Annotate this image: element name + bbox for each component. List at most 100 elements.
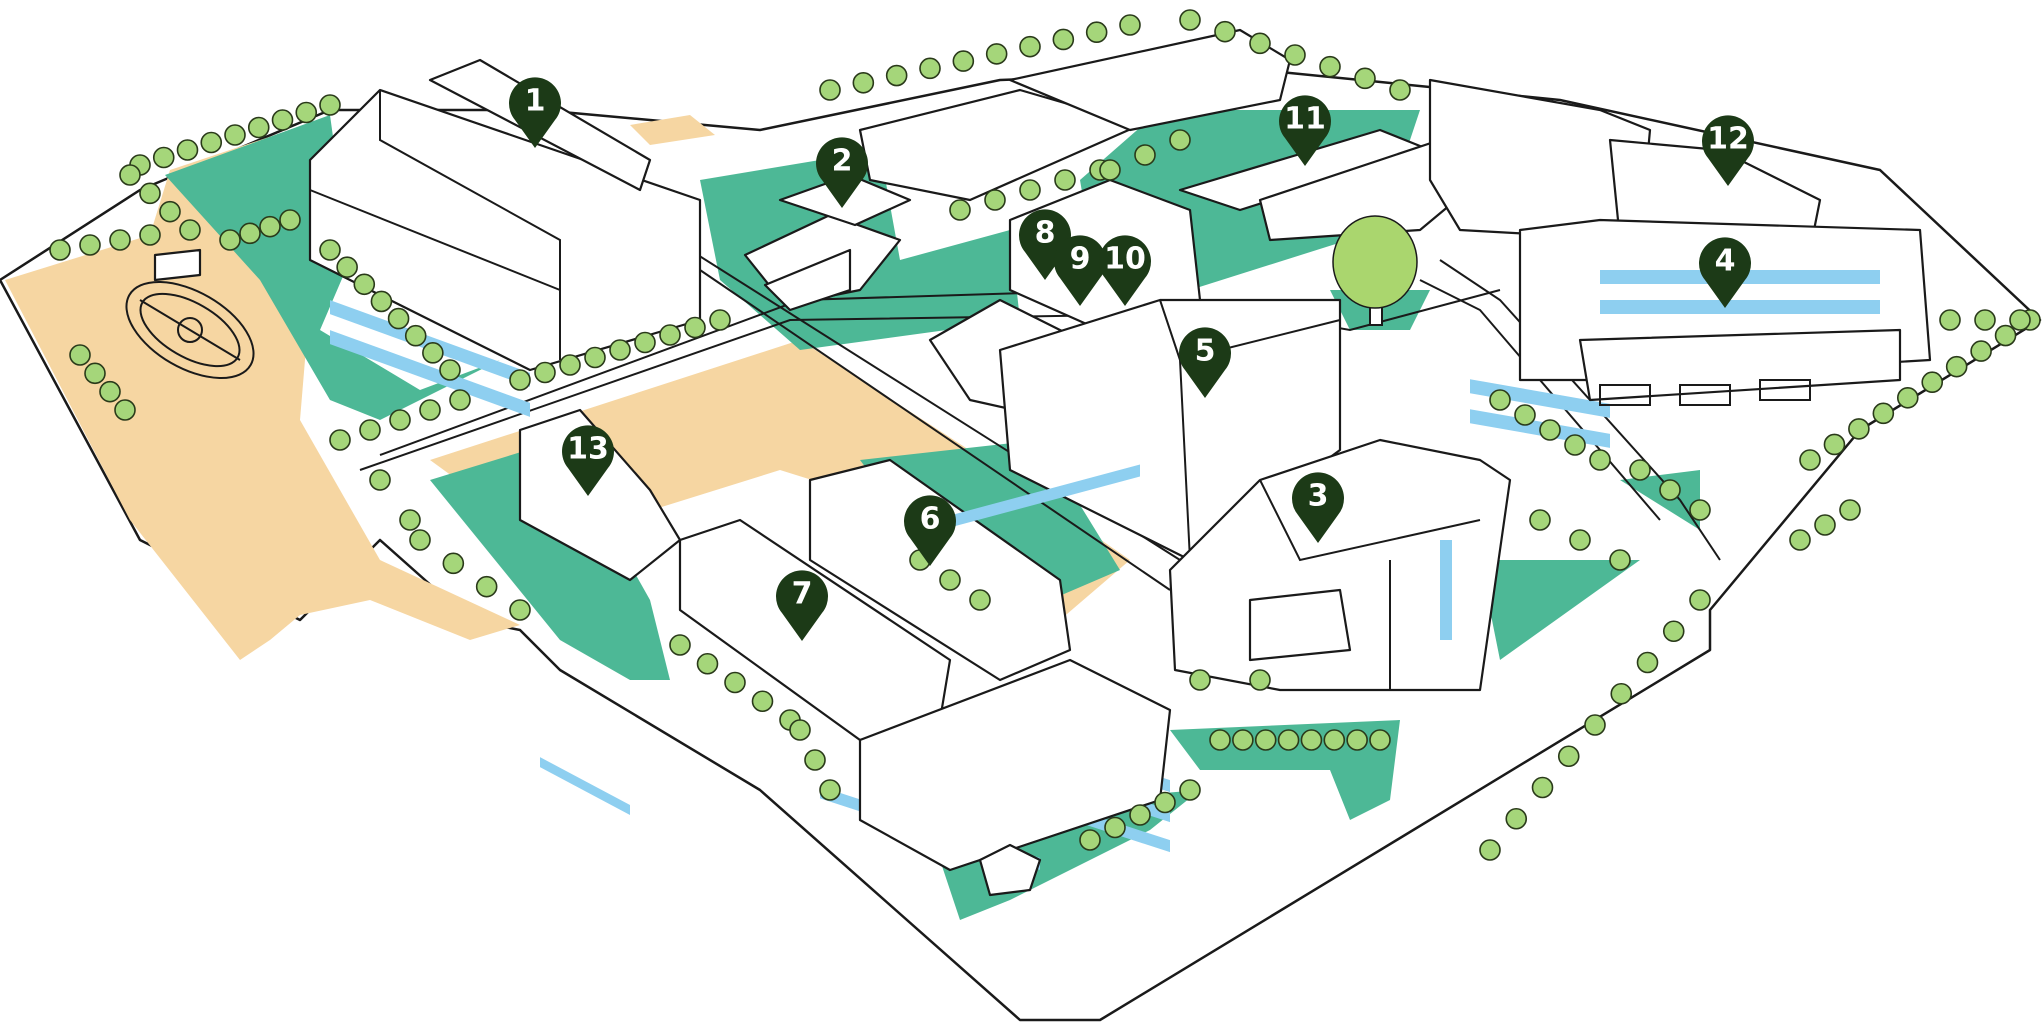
tree-137 bbox=[1529, 509, 1551, 531]
tree-113 bbox=[1489, 389, 1511, 411]
map-pin-3[interactable]: 3 bbox=[1292, 472, 1344, 543]
tree-29 bbox=[219, 229, 241, 251]
pin-label: 10 bbox=[1104, 242, 1146, 277]
pin-label: 11 bbox=[1284, 102, 1326, 137]
pin-label: 9 bbox=[1070, 242, 1091, 277]
pin-label: 13 bbox=[567, 432, 609, 467]
tree-124 bbox=[1872, 402, 1895, 425]
tree-65 bbox=[1249, 32, 1271, 55]
tree-50 bbox=[442, 552, 465, 575]
tree-61 bbox=[1085, 21, 1108, 44]
pin-marker-icon bbox=[816, 137, 868, 208]
pin-marker-icon bbox=[1099, 235, 1151, 306]
pin-label: 5 bbox=[1195, 334, 1216, 369]
tree-60 bbox=[1052, 28, 1075, 51]
tree-117 bbox=[1589, 449, 1611, 471]
tree-120 bbox=[1689, 499, 1711, 521]
tree-49 bbox=[409, 529, 431, 551]
tree-43 bbox=[634, 331, 656, 354]
map-pin-4[interactable]: 4 bbox=[1699, 237, 1751, 308]
tree-77 bbox=[1169, 129, 1191, 151]
tree-42 bbox=[609, 339, 631, 361]
pin-label: 6 bbox=[920, 502, 941, 537]
tree-127 bbox=[1945, 355, 1968, 378]
map-pin-10[interactable]: 10 bbox=[1099, 235, 1151, 306]
tree-66 bbox=[1284, 44, 1306, 66]
tree-59 bbox=[1019, 35, 1041, 58]
pin-marker-icon bbox=[1179, 327, 1231, 398]
tree-35 bbox=[389, 409, 411, 431]
tree-103 bbox=[1249, 669, 1271, 691]
tree-80 bbox=[724, 671, 746, 694]
tree-95 bbox=[1232, 729, 1254, 751]
tree-133 bbox=[2009, 309, 2031, 331]
tree-47 bbox=[369, 469, 391, 491]
tree-125 bbox=[1896, 386, 1919, 409]
tree-23 bbox=[353, 273, 376, 296]
tree-92 bbox=[1154, 791, 1176, 814]
tree-25 bbox=[387, 307, 410, 330]
pin-label: 4 bbox=[1715, 244, 1736, 279]
tree-45 bbox=[684, 316, 706, 339]
tree-102 bbox=[1189, 669, 1211, 691]
tree-64 bbox=[1214, 20, 1236, 43]
tree-75 bbox=[1099, 159, 1121, 181]
tree-69 bbox=[1389, 79, 1411, 101]
tree-3 bbox=[200, 131, 223, 154]
tree-129 bbox=[1994, 324, 2017, 347]
tree-73 bbox=[1054, 169, 1076, 191]
feature-tree bbox=[1332, 215, 1418, 326]
tree-13 bbox=[49, 239, 71, 261]
tree-122 bbox=[1823, 433, 1846, 456]
map-pin-7[interactable]: 7 bbox=[776, 570, 828, 641]
tree-32 bbox=[279, 209, 301, 231]
tree-67 bbox=[1319, 55, 1341, 78]
pin-marker-icon bbox=[1702, 115, 1754, 186]
building-13 bbox=[518, 408, 682, 815]
tree-136 bbox=[1839, 499, 1861, 521]
tree-101 bbox=[1369, 729, 1391, 751]
tree-94 bbox=[1209, 729, 1231, 751]
map-pin-12[interactable]: 12 bbox=[1702, 115, 1754, 186]
tree-20 bbox=[114, 399, 136, 421]
tree-111 bbox=[1662, 620, 1685, 643]
tree-1 bbox=[152, 146, 175, 169]
tree-19 bbox=[99, 380, 121, 403]
tree-97 bbox=[1277, 729, 1300, 751]
pin-label: 7 bbox=[792, 577, 813, 612]
map-pin-2[interactable]: 2 bbox=[816, 137, 868, 208]
tree-138 bbox=[1569, 529, 1591, 551]
tree-85 bbox=[819, 779, 841, 801]
tree-112 bbox=[1689, 589, 1711, 611]
tree-10 bbox=[139, 182, 161, 205]
map-pin-8[interactable]: 8 bbox=[1019, 209, 1071, 280]
map-pin-5[interactable]: 5 bbox=[1179, 327, 1231, 398]
map-pin-6[interactable]: 6 bbox=[904, 495, 956, 566]
tree-30 bbox=[239, 222, 261, 245]
map-pin-9[interactable]: 9 bbox=[1054, 235, 1106, 306]
tree-81 bbox=[751, 690, 774, 713]
tree-116 bbox=[1564, 434, 1586, 456]
tree-14 bbox=[79, 234, 101, 256]
building-3 bbox=[1168, 438, 1512, 692]
tree-109 bbox=[1610, 682, 1633, 705]
pin-marker-icon bbox=[904, 495, 956, 566]
tree-28 bbox=[439, 359, 461, 381]
tree-100 bbox=[1346, 729, 1368, 751]
tree-84 bbox=[804, 749, 826, 771]
tree-31 bbox=[259, 215, 281, 238]
tree-114 bbox=[1514, 404, 1536, 426]
tree-57 bbox=[952, 50, 975, 72]
map-pin-11[interactable]: 11 bbox=[1279, 95, 1331, 166]
tree-53 bbox=[819, 79, 841, 101]
map-pin-1[interactable]: 1 bbox=[509, 77, 561, 148]
tree-33 bbox=[329, 429, 351, 451]
tree-40 bbox=[559, 354, 581, 376]
tree-135 bbox=[1814, 514, 1836, 536]
tree-108 bbox=[1584, 714, 1606, 736]
tree-6 bbox=[271, 109, 294, 131]
small-sand-patch bbox=[630, 115, 715, 145]
tree-72 bbox=[1019, 179, 1041, 201]
map-pin-13[interactable]: 13 bbox=[562, 425, 614, 496]
